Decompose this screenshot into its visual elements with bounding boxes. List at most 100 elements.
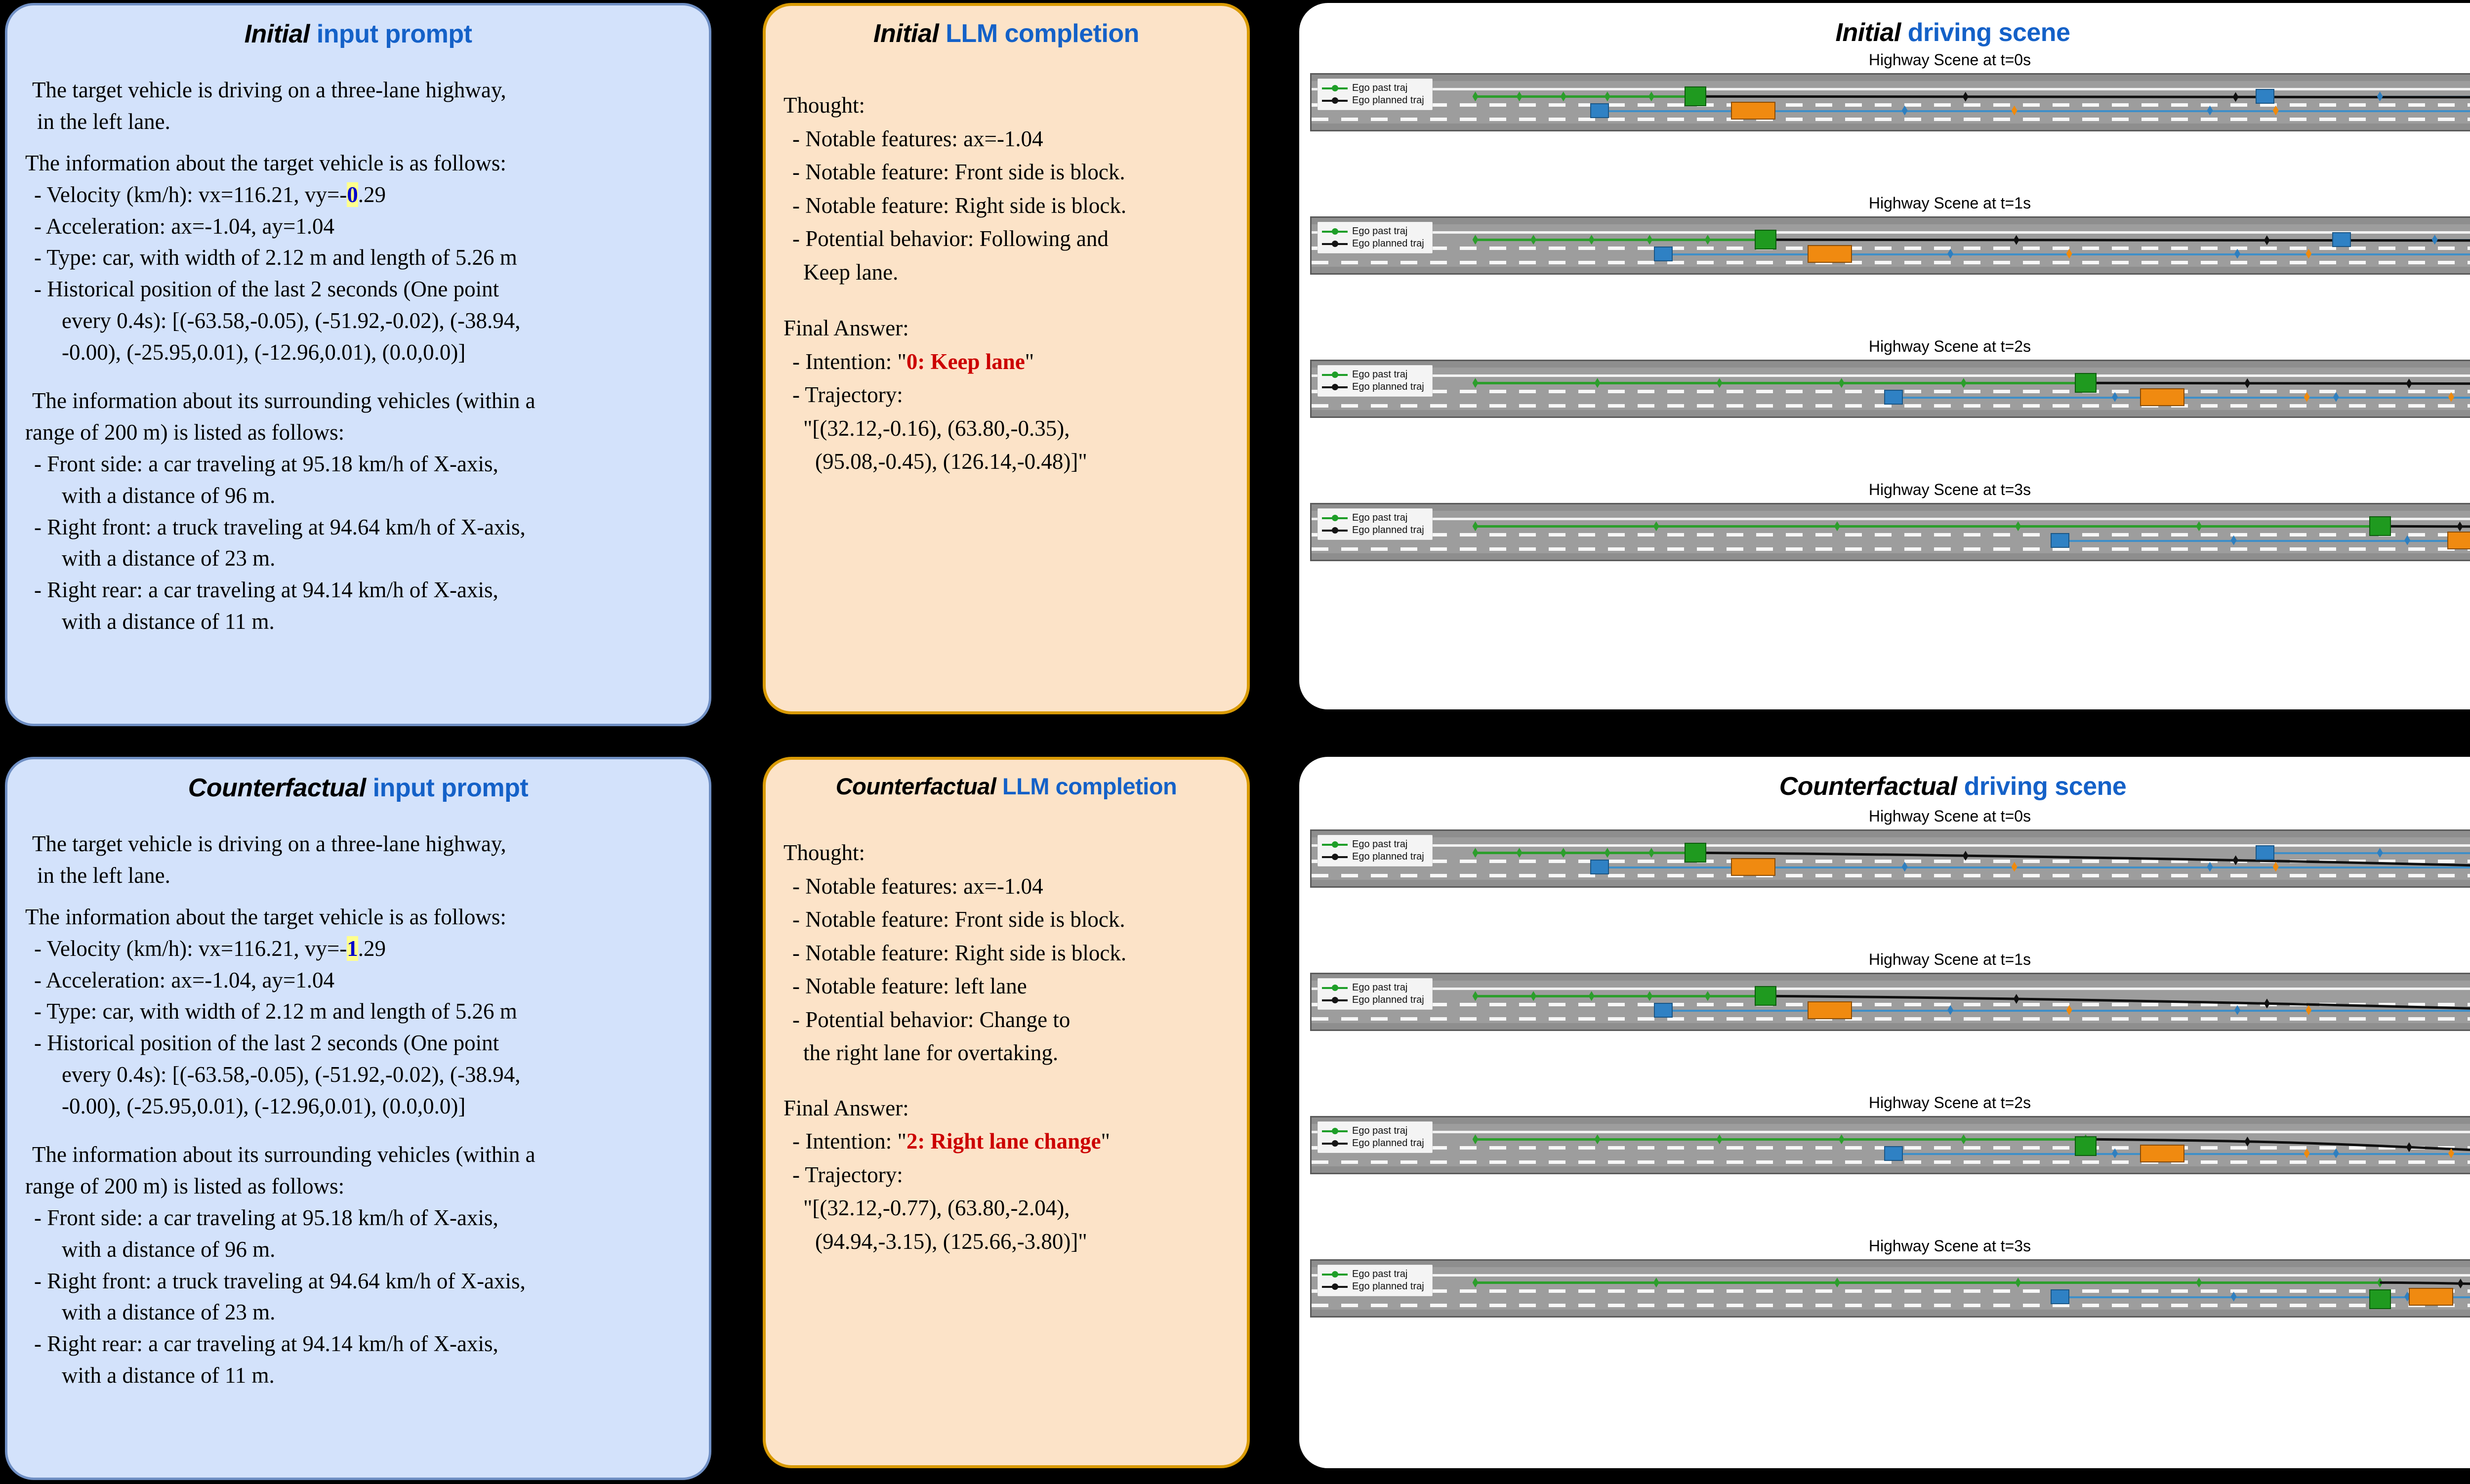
other-vehicle-track-point (1901, 862, 1908, 872)
prompt-surround-line2: range of 200 m) is listed as follows: (25, 1173, 345, 1198)
final-intention: - Intention: "2: Right lane change" (792, 1129, 1110, 1154)
other-vehicle-track-point (2230, 535, 2237, 545)
legend-ego-past: Ego past traj (1322, 982, 1424, 994)
ego-past-trajectory (1475, 525, 2380, 528)
ego-past-traj-point (1588, 991, 1595, 1001)
lane-divider-lower (1312, 873, 2470, 877)
prompt-rightfront-line2: with a distance of 23 m. (62, 1300, 276, 1325)
initial-llm-completion-card: Initial LLM completion Thought: - Notabl… (763, 3, 1250, 714)
final-answer-label: Final Answer: (783, 1095, 909, 1120)
car-vehicle (2255, 845, 2274, 861)
ego-past-traj-point (1716, 378, 1723, 388)
car-vehicle (1590, 103, 1609, 118)
other-vehicle-track-point (2207, 862, 2213, 872)
lane-divider-upper (1312, 103, 2470, 107)
ego-planned-traj-icon (1322, 997, 1348, 1003)
road-shoulder-top (1312, 361, 2470, 368)
ego-planned-traj-point (1962, 851, 1969, 861)
other-vehicle-track-point (2333, 1148, 2339, 1158)
initial-driving-scene-title: Initial driving scene (1300, 18, 2470, 47)
road-shoulder-top (1312, 1261, 2470, 1268)
other-vehicle-track-point (1947, 1005, 1954, 1015)
ego-past-traj-point (1960, 1134, 1967, 1145)
prompt-rightfront-line1: - Right front: a truck traveling at 94.6… (34, 1268, 526, 1293)
initial-driving-scene-card: Initial driving scene Highway Scene at t… (1299, 3, 2470, 709)
lane-divider-lower (1312, 1303, 2470, 1307)
truck-vehicle (2140, 1144, 2185, 1162)
other-vehicle-track-point (2272, 105, 2279, 116)
scene-strip-title: Highway Scene at t=0s (1868, 51, 2031, 69)
intention-value: 0: Keep lane (906, 349, 1025, 374)
prompt-rightfront-line1: - Right front: a truck traveling at 94.6… (34, 514, 526, 539)
other-vehicle-track (1753, 866, 2470, 868)
ego-past-traj-point (1472, 91, 1479, 102)
ego-past-traj-point (1838, 1134, 1845, 1145)
truck-vehicle (1730, 858, 1775, 876)
ego-past-traj-point (1604, 91, 1610, 102)
ego-planned-traj-icon (1322, 854, 1348, 860)
legend-label: Ego past traj (1352, 839, 1408, 850)
lane-divider-lower (1312, 404, 2470, 408)
road-shoulder-bottom (1312, 1023, 2470, 1030)
ego-planned-traj-point (2232, 855, 2239, 866)
ego-planned-trajectory (2085, 1138, 2470, 1152)
prompt-history-line1: - Historical position of the last 2 seco… (34, 277, 499, 302)
ego-past-traj-point (1472, 991, 1479, 1001)
other-vehicle-track (2060, 1296, 2470, 1298)
ego-vehicle (2074, 373, 2097, 393)
ego-past-traj-point (1834, 521, 1840, 532)
counterfactual-llm-completion-body: Thought: - Notable features: ax=-1.04 - … (783, 836, 1235, 1258)
other-vehicle-track-point (2207, 105, 2213, 116)
initial-input-prompt-body: The target vehicle is driving on a three… (25, 75, 689, 638)
legend-label: Ego past traj (1352, 1269, 1408, 1279)
lane-edge-line-bottom (1312, 274, 2470, 275)
prompt-velocity: - Velocity (km/h): vx=116.21, vy=-1.29 (34, 936, 386, 961)
ego-past-traj-point (1647, 991, 1653, 1001)
road-shoulder-bottom (1312, 410, 2470, 416)
other-vehicle-track-point (2448, 392, 2454, 402)
ego-planned-traj-icon (1322, 384, 1348, 390)
ego-past-traj-icon (1322, 85, 1348, 91)
ego-planned-traj-point (2457, 1278, 2464, 1289)
prompt-spacer (25, 369, 689, 385)
prompt-acceleration: - Acceleration: ax=-1.04, ay=1.04 (34, 967, 335, 992)
lane-edge-line-top (1312, 1130, 2470, 1133)
other-vehicle-track (2060, 539, 2470, 542)
ego-past-traj-icon (1322, 1271, 1348, 1278)
ego-planned-trajectory (2380, 525, 2470, 528)
ego-planned-traj-point (2406, 378, 2412, 389)
ego-planned-traj-point (1962, 91, 1969, 102)
ego-past-traj-point (1530, 235, 1537, 245)
ego-past-traj-point (2015, 1278, 2021, 1288)
other-vehicle-track-point (2234, 1005, 2241, 1015)
prompt-history-line3: -0.00), (-25.95,0.01), (-12.96,0.01), (0… (62, 1094, 466, 1119)
ego-past-traj-point (1647, 235, 1653, 245)
other-vehicle-track (2162, 396, 2470, 399)
ego-past-traj-point (1516, 91, 1523, 102)
other-vehicle-track-point (2305, 248, 2312, 259)
legend-label: Ego planned traj (1352, 1281, 1424, 1292)
ego-vehicle (2369, 516, 2391, 536)
lane-edge-line-top (1312, 1274, 2470, 1277)
lane-edge-line-bottom (1312, 1317, 2470, 1318)
prompt-target-heading: The information about the target vehicle… (25, 150, 506, 175)
velocity-highlight: 1 (347, 936, 358, 961)
truck-vehicle (1730, 101, 1775, 120)
prompt-front-line1: - Front side: a car traveling at 95.18 k… (34, 1205, 498, 1230)
legend-label: Ego past traj (1352, 82, 1408, 93)
prompt-acceleration: - Acceleration: ax=-1.04, ay=1.04 (34, 213, 335, 239)
ego-planned-traj-icon (1322, 97, 1348, 104)
road-shoulder-bottom (1312, 553, 2470, 560)
title-variant-label: Counterfactual (188, 774, 366, 802)
thought-item-4: - Potential behavior: Change to (792, 1007, 1070, 1032)
ego-past-traj-point (1648, 848, 1654, 858)
prompt-history-line3: -0.00), (-25.95,0.01), (-12.96,0.01), (0… (62, 340, 466, 365)
truck-vehicle (2409, 1287, 2454, 1306)
ego-past-traj-point (1960, 378, 1967, 388)
